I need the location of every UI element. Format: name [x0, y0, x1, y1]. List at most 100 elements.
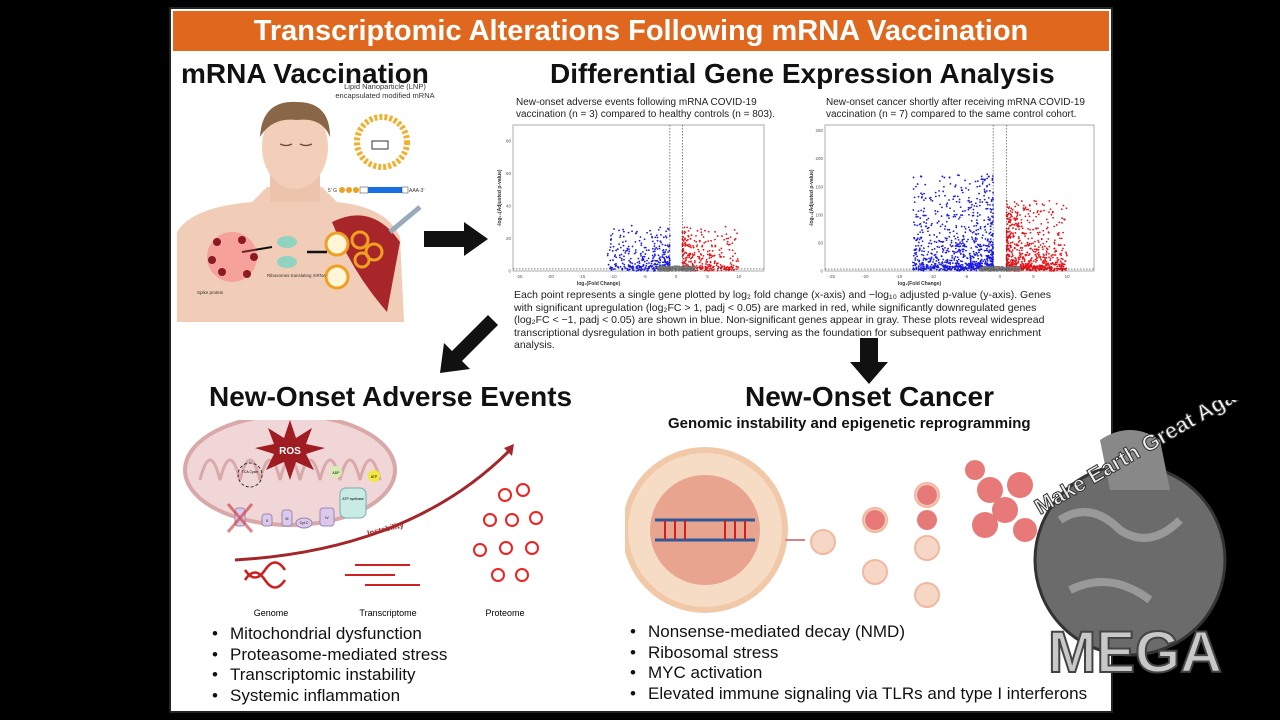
- data-point: [983, 266, 985, 269]
- data-point: [645, 249, 648, 252]
- data-point: [942, 190, 945, 193]
- data-point: [948, 265, 951, 268]
- data-point: [934, 262, 936, 265]
- data-point: [954, 265, 956, 268]
- data-point: [710, 256, 713, 259]
- data-point: [968, 182, 971, 185]
- data-point: [944, 237, 947, 239]
- data-point: [988, 232, 991, 235]
- data-point: [637, 268, 640, 271]
- data-point: [1029, 265, 1032, 268]
- data-point: [658, 266, 661, 269]
- data-point: [1014, 222, 1017, 225]
- data-point: [1026, 251, 1029, 254]
- data-point: [1015, 202, 1018, 205]
- data-point: [945, 269, 948, 272]
- data-point: [990, 200, 993, 203]
- data-point: [946, 202, 949, 205]
- data-point: [989, 231, 992, 234]
- data-point: [667, 251, 669, 254]
- data-point: [643, 238, 646, 241]
- data-point: [977, 254, 979, 257]
- data-point: [695, 245, 698, 248]
- data-point: [711, 255, 714, 257]
- data-point: [1020, 225, 1023, 228]
- data-point: [1021, 247, 1024, 249]
- data-point: [934, 210, 937, 212]
- x-tick-label: -10: [610, 274, 617, 279]
- data-point: [634, 249, 637, 251]
- data-point: [980, 258, 983, 261]
- data-point: [1020, 249, 1023, 252]
- dge-description: Each point represents a single gene plot…: [514, 289, 1051, 351]
- data-point: [702, 254, 705, 257]
- data-point: [945, 220, 948, 223]
- data-point: [968, 213, 970, 216]
- data-point: [643, 260, 646, 263]
- data-point: [707, 265, 710, 268]
- data-point: [940, 240, 943, 243]
- data-point: [1009, 221, 1012, 224]
- data-point: [703, 242, 706, 244]
- data-point: [1049, 259, 1052, 262]
- data-point: [610, 268, 613, 271]
- data-point: [978, 185, 981, 188]
- data-point: [628, 248, 630, 251]
- data-point: [1034, 240, 1036, 243]
- x-tick-label: -25: [828, 274, 835, 279]
- data-point: [1053, 247, 1056, 250]
- data-point: [654, 248, 656, 251]
- data-point: [658, 268, 661, 271]
- data-point: [987, 256, 990, 259]
- data-point: [952, 198, 955, 201]
- data-point: [921, 193, 924, 196]
- data-point: [975, 219, 978, 222]
- data-point: [664, 244, 667, 247]
- data-point: [1043, 254, 1045, 257]
- data-point: [690, 268, 693, 271]
- data-point: [971, 238, 974, 241]
- data-point: [650, 260, 653, 263]
- data-point: [690, 246, 692, 249]
- data-point: [656, 266, 659, 268]
- data-point: [1020, 200, 1023, 202]
- data-point: [676, 265, 679, 268]
- data-point: [687, 238, 689, 241]
- data-point: [1059, 237, 1061, 240]
- data-point: [969, 230, 972, 233]
- data-point: [961, 250, 964, 253]
- data-point: [629, 265, 632, 268]
- data-point: [920, 192, 922, 195]
- data-point: [1012, 227, 1014, 229]
- data-point: [700, 233, 703, 236]
- svg-text:ADP: ADP: [332, 471, 340, 475]
- data-point: [733, 268, 735, 271]
- data-point: [695, 240, 698, 243]
- x-tick-label: 0: [999, 274, 1002, 279]
- data-point: [942, 258, 945, 261]
- data-point: [1055, 202, 1058, 205]
- data-point: [989, 208, 992, 210]
- data-point: [959, 260, 962, 262]
- data-point: [1059, 244, 1061, 247]
- data-point: [675, 266, 678, 269]
- data-point: [682, 244, 685, 246]
- data-point: [615, 256, 618, 259]
- data-point: [701, 257, 704, 260]
- data-point: [621, 262, 624, 265]
- y-tick-label: 0: [820, 269, 823, 274]
- data-point: [975, 224, 978, 227]
- data-point: [912, 209, 915, 211]
- data-point: [917, 233, 919, 236]
- data-point: [679, 269, 681, 271]
- data-point: [653, 255, 655, 258]
- data-point: [912, 176, 915, 179]
- data-point: [937, 220, 940, 223]
- data-point: [939, 225, 942, 228]
- data-point: [968, 196, 970, 199]
- data-point: [959, 245, 962, 248]
- data-point: [724, 225, 727, 228]
- data-point: [951, 254, 954, 257]
- data-point: [653, 245, 656, 248]
